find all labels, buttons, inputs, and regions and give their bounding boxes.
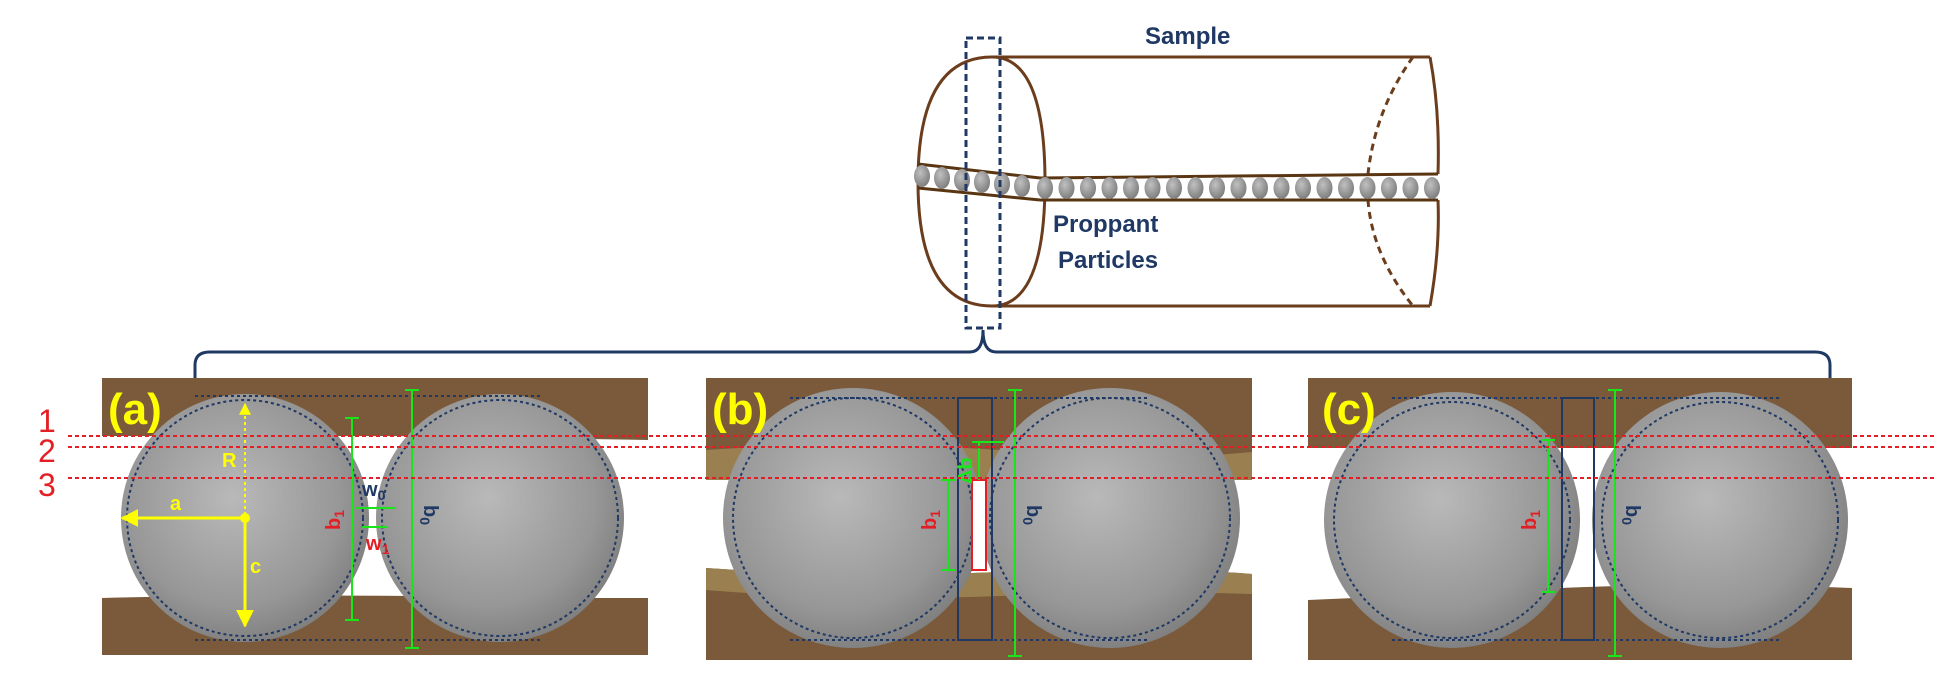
proppant-bead: [954, 169, 970, 191]
sample-label: Sample: [1145, 23, 1230, 50]
proppant-bead: [1166, 177, 1182, 199]
proppant-bead: [1014, 175, 1030, 197]
dim-w0: w0: [361, 479, 386, 503]
proppant-bead: [994, 173, 1010, 195]
proppant-bead: [1209, 177, 1225, 199]
proppant-bead: [1144, 177, 1161, 199]
proppant-bead: [1058, 177, 1075, 199]
panel-c-tag: (c): [1322, 385, 1376, 434]
proppant-bead: [1359, 177, 1376, 199]
proppant-bead: [1230, 177, 1247, 199]
proppant-bead: [1187, 177, 1204, 199]
proppant-bead: [1037, 177, 1053, 199]
sphere-right: [1592, 392, 1848, 648]
level-guides: 1 2 3: [38, 403, 1936, 503]
proppant-bead: [914, 165, 930, 187]
level-1-label: 1: [38, 403, 56, 439]
panel-b: b1 b0 Δb (b): [706, 378, 1252, 660]
proppant-bead: [1273, 177, 1290, 199]
dim-c: c: [250, 556, 261, 578]
proppant-bead: [1424, 177, 1440, 199]
proppant-label-line1: Proppant: [1053, 211, 1158, 238]
dim-b0: b0: [417, 505, 441, 525]
dim-b1: b1: [919, 510, 943, 530]
panel-a: R a c b1 b0 w0 w1 (a): [102, 378, 648, 655]
proppant-bead: [1316, 177, 1333, 199]
proppant-bead: [974, 171, 990, 193]
proppant-bead: [1101, 177, 1118, 199]
panel-b-tag: (b): [712, 385, 768, 434]
sphere-left: [1324, 392, 1580, 648]
dim-a: a: [170, 493, 182, 515]
level-3-label: 3: [38, 467, 56, 503]
sample-cylinder: Sample Proppant Particles: [914, 23, 1440, 330]
proppant-bead: [1338, 177, 1354, 199]
proppant-bead-row: [914, 165, 1440, 199]
panel-a-tag: (a): [108, 385, 162, 434]
proppant-bead: [1123, 177, 1139, 199]
dim-w1: w1: [365, 533, 390, 557]
sphere-right: [376, 394, 624, 642]
slice-selection-box: [964, 36, 1002, 330]
dim-b1: b1: [1519, 510, 1543, 530]
sphere-left: [723, 388, 983, 648]
proppant-bead: [1295, 177, 1311, 199]
dim-delta-b: Δb: [955, 457, 977, 484]
zoom-brace: [193, 329, 1832, 378]
proppant-bead: [1381, 177, 1397, 199]
dim-b0: b0: [1619, 505, 1643, 525]
panel-c: b1 b0 (c): [1308, 378, 1852, 660]
dim-R: R: [222, 450, 237, 472]
sphere-right: [980, 388, 1240, 648]
proppant-bead: [934, 167, 950, 189]
dim-b0: b0: [1020, 505, 1044, 525]
level-2-label: 2: [38, 433, 56, 469]
proppant-bead: [1252, 177, 1268, 199]
proppant-bead: [1402, 177, 1419, 199]
proppant-bead: [1080, 177, 1096, 199]
proppant-label-line2: Particles: [1058, 247, 1158, 274]
dim-b1: b1: [323, 510, 347, 530]
